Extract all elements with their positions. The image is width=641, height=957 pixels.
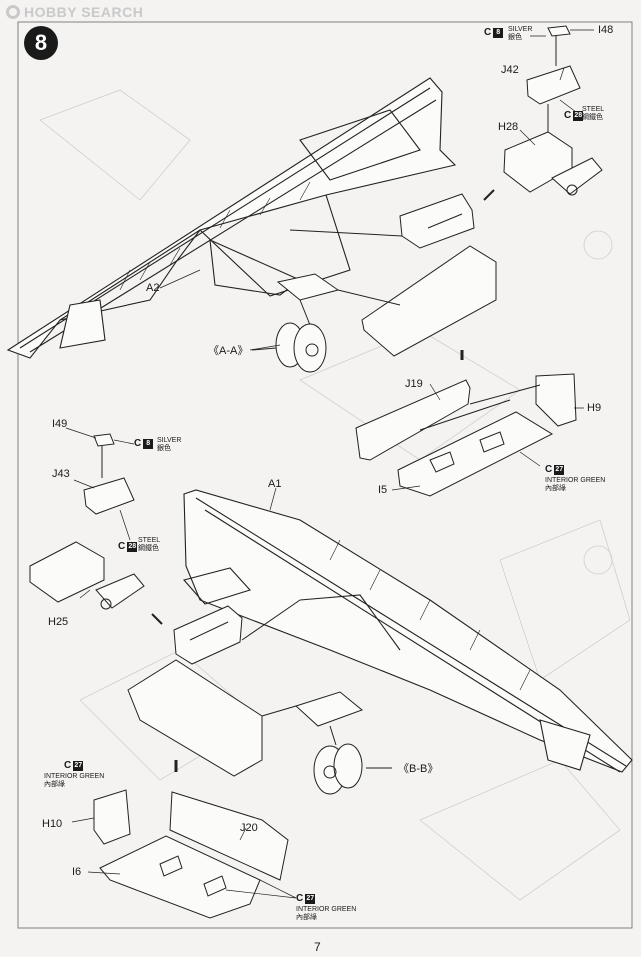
part-label-j43: J43 xyxy=(52,468,70,480)
section-label-bb: 《B-B》 xyxy=(398,763,439,775)
part-label-j42: J42 xyxy=(501,64,519,76)
part-label-a1: A1 xyxy=(268,478,282,490)
color-callout-silver-mid: C 8 xyxy=(134,438,154,449)
color-callout-interior-bottom: C 27 xyxy=(296,893,316,904)
step-number: 8 xyxy=(24,26,58,60)
part-label-h9: H9 xyxy=(587,402,602,414)
part-label-i6: I6 xyxy=(72,866,82,878)
page-number: 7 xyxy=(314,940,321,954)
color-callout-steel-mid: C 28 xyxy=(118,541,138,552)
hobby-search-logo-icon xyxy=(6,5,20,19)
landing-gear-aa xyxy=(251,273,340,373)
top-bay-covers xyxy=(289,193,497,357)
color-callout-steel-top: C 28 xyxy=(564,110,584,121)
part-label-a2: A2 xyxy=(146,282,160,294)
bottom-bay-covers xyxy=(127,599,301,777)
watermark-text: HOBBY SEARCH xyxy=(24,4,144,20)
part-label-h28: H28 xyxy=(498,121,519,133)
color-name-interior-bottom: INTERIOR GREEN 內部綠 xyxy=(296,906,357,921)
color-name-steel-mid: STEEL 鋼鐵色 xyxy=(138,537,161,552)
landing-gear-bb xyxy=(295,691,392,795)
part-label-i5: I5 xyxy=(378,484,388,496)
part-label-h10: H10 xyxy=(42,818,63,830)
bottom-bay-insert xyxy=(93,760,289,919)
color-number: 8 xyxy=(493,27,504,38)
part-label-h25: H25 xyxy=(48,616,69,628)
color-callout-interior-top: C 27 xyxy=(545,464,565,475)
bottom-wing-a1 xyxy=(183,489,633,773)
part-label-j19: J19 xyxy=(405,378,423,390)
color-name-silver-mid: SILVER 銀色 xyxy=(157,437,182,452)
watermark: HOBBY SEARCH xyxy=(6,4,143,20)
top-right-parts xyxy=(483,25,603,201)
part-label-j20: J20 xyxy=(240,822,258,834)
color-callout-silver-top: C 8 xyxy=(484,27,504,38)
color-callout-interior-left: C 27 xyxy=(64,760,84,771)
color-name-interior-left: INTERIOR GREEN 內部綠 xyxy=(44,773,105,788)
color-name-interior-top: INTERIOR GREEN 內部綠 xyxy=(545,477,606,492)
part-label-i48: I48 xyxy=(598,24,614,36)
top-bay-insert xyxy=(355,350,577,497)
color-name-silver-top: SILVER 銀色 xyxy=(508,26,533,41)
section-label-aa: 《A-A》 xyxy=(208,345,249,357)
color-name-steel-top: STEEL 鋼鐵色 xyxy=(582,106,605,121)
part-label-i49: I49 xyxy=(52,418,68,430)
left-parts xyxy=(29,433,163,625)
color-code: C xyxy=(484,27,492,38)
